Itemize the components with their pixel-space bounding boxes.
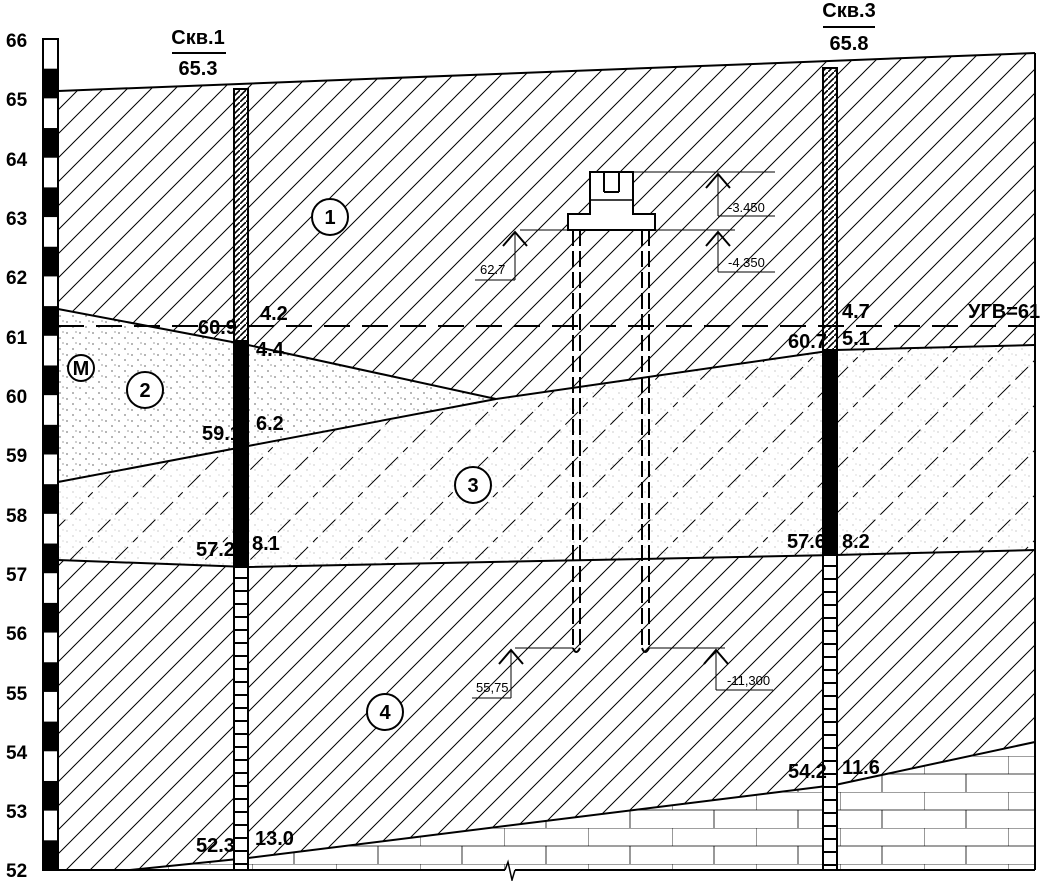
scale-block — [43, 840, 58, 870]
elev-mark-pile-tip-label: -11,300 — [727, 673, 770, 688]
scale-label-58: 58 — [6, 506, 27, 527]
bh3-elev-b: 60.7 — [788, 331, 827, 353]
layer-boundary-4-bedrock — [129, 741, 1036, 871]
scale-label-65: 65 — [6, 90, 28, 111]
scale-block — [43, 246, 58, 277]
elev-mark-bottom — [520, 229, 775, 273]
scale-label-64: 64 — [6, 150, 28, 171]
scale-label-60: 60 — [6, 387, 27, 408]
elev-mark-top — [630, 171, 775, 217]
borehole-1-name: Скв.1 — [171, 27, 224, 49]
scale-block — [43, 68, 58, 99]
scale-block — [43, 128, 58, 158]
scale-block — [43, 424, 58, 455]
borehole-3-top-elev: 65.8 — [830, 33, 869, 55]
groundwater-label: УГВ=61.1 — [968, 301, 1041, 323]
bh3-elev-c: 57.6 — [787, 531, 826, 553]
scale-label-59: 59 — [6, 446, 27, 467]
pile-right — [641, 230, 650, 653]
bh1-depth-a1: 4.2 — [260, 303, 288, 325]
svg-text:3: 3 — [467, 475, 478, 497]
elev-mark-bottom-label: -4.350 — [728, 255, 765, 270]
elevation-scale: 66 65 64 63 62 61 60 59 58 57 56 55 54 5… — [6, 31, 59, 881]
layer-2-label: 2 — [126, 371, 164, 409]
bh3-depth-c: 8.2 — [842, 531, 870, 553]
scale-label-54: 54 — [6, 743, 28, 764]
scale-label-63: 63 — [6, 209, 27, 230]
scale-label-53: 53 — [6, 802, 27, 823]
scale-block — [43, 721, 58, 752]
scale-block — [43, 662, 58, 692]
bh1-depth-a2: 4.4 — [256, 339, 285, 361]
scale-block — [43, 543, 58, 574]
pile-left — [572, 230, 581, 653]
layer-boundary-3-4 — [57, 549, 1036, 569]
scale-label-55: 55 — [6, 684, 28, 705]
bh3-depth-a: 4.7 — [842, 301, 870, 323]
scale-block — [43, 187, 58, 218]
elev-mark-top-label: -3.450 — [728, 200, 765, 215]
scale-block — [43, 484, 58, 514]
elev-mark-abs-top — [475, 230, 528, 281]
svg-text:4: 4 — [379, 702, 391, 724]
borehole-1-column-mid — [233, 340, 249, 568]
break-mark — [504, 859, 516, 881]
borehole-3-column-top — [822, 67, 838, 351]
scale-label-57: 57 — [6, 565, 27, 586]
borehole-1-column-top — [233, 88, 249, 342]
scale-label-66: 66 — [6, 31, 27, 52]
scale-block — [43, 365, 58, 396]
borehole-1: Скв.1 65.3 — [171, 27, 249, 871]
scale-label-56: 56 — [6, 624, 27, 645]
bh3-elev-d: 54.2 — [788, 761, 827, 783]
svg-text:2: 2 — [139, 380, 150, 402]
bh1-depth-d: 13.0 — [255, 828, 294, 850]
borehole-3-name: Скв.3 — [822, 0, 875, 22]
svg-text:М: М — [73, 358, 90, 380]
elev-mark-abs-pile-tip-label: 55,75 — [476, 680, 509, 695]
layer-1-label: 1 — [311, 198, 349, 236]
bh3-depth-d: 11.6 — [842, 757, 880, 779]
layer-3-label: 3 — [454, 466, 492, 504]
borehole-3-column-bottom — [822, 554, 838, 871]
scale-block — [43, 780, 58, 811]
bh1-depth-c: 8.1 — [252, 533, 280, 555]
scale-label-52: 52 — [6, 861, 27, 881]
borehole-3-column-mid — [822, 349, 838, 556]
bh1-elev-d: 52.3 — [196, 835, 235, 857]
bh1-depth-b: 6.2 — [256, 413, 284, 435]
bh3-depth-b: 5.1 — [842, 328, 870, 350]
borehole-1-top-elev: 65.3 — [179, 58, 218, 80]
scale-label-61: 61 — [6, 328, 28, 349]
elev-mark-abs-top-label: 62.7 — [480, 262, 505, 277]
svg-text:1: 1 — [324, 207, 335, 229]
elev-mark-abs-pile-tip — [472, 647, 573, 699]
bh1-elev-a: 60.9 — [198, 317, 237, 339]
bh1-elev-c: 57.2 — [196, 539, 235, 561]
layer-4-label: 4 — [366, 693, 404, 731]
scale-block — [43, 602, 58, 633]
elev-mark-pile-tip — [649, 647, 773, 691]
bh1-elev-b: 59.1 — [202, 423, 241, 445]
ground-surface-line — [57, 52, 1036, 92]
scale-block — [43, 306, 58, 336]
sample-marker: М — [67, 354, 95, 382]
scale-label-62: 62 — [6, 268, 27, 289]
borehole-3: Скв.3 65.8 — [822, 0, 876, 871]
